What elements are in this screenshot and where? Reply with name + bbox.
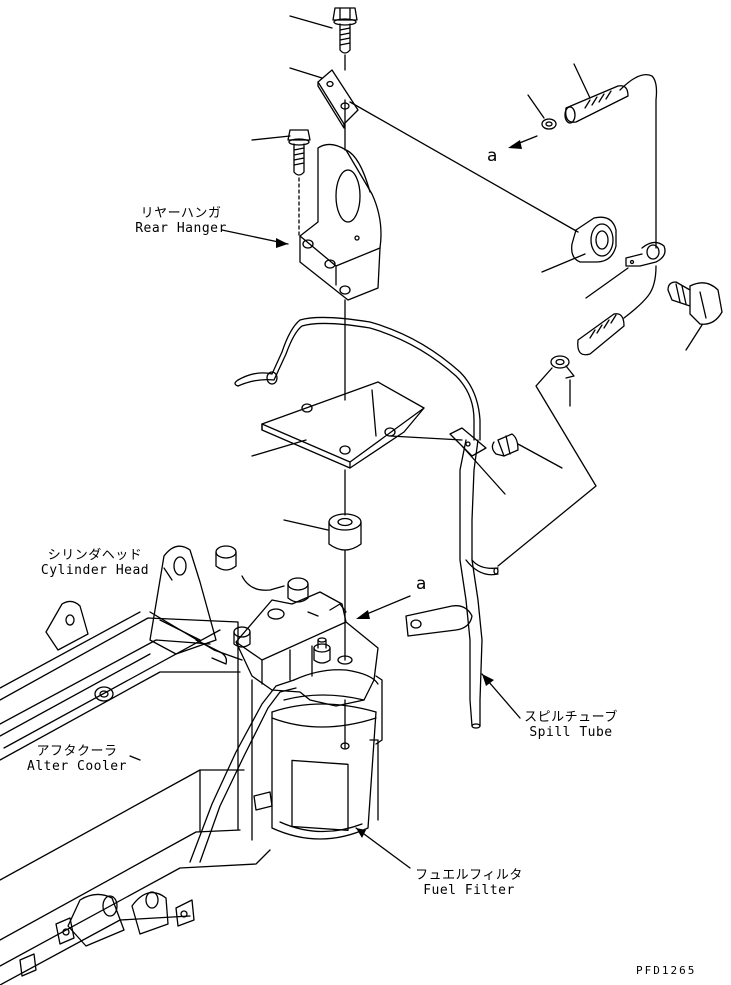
leader-pipe-clamp-right (585, 267, 629, 299)
upper-hose (564, 73, 658, 249)
fuel-filter-label: フュエルフィルタ Fuel Filter (404, 868, 534, 898)
rear-hanger-bracket (299, 143, 382, 301)
rear-hanger-label-en: Rear Hanger (135, 221, 227, 236)
link-plate-to-spacer (349, 101, 579, 233)
leader-small-plate (289, 67, 323, 79)
leader-spacer-lower (283, 519, 329, 531)
filter-head (215, 545, 379, 707)
top-bolt (332, 7, 358, 54)
cylinder-head-label: シリンダヘッド Cylinder Head (20, 548, 170, 578)
leader-top-bolt (289, 15, 333, 29)
after-cooler-label-en: Alter Cooler (27, 759, 127, 774)
reference-mark-a-lower: a (416, 574, 427, 594)
fuel-filter-cartridge (271, 655, 383, 840)
leader-large-bolt-right (685, 324, 703, 351)
leader-spill-tube-clip (461, 445, 506, 495)
pipe-clamp-right (625, 241, 666, 267)
cylinder-head-bracket (149, 545, 243, 665)
leader-cylinder-head (163, 567, 173, 581)
arrow-fuel-filter (356, 828, 366, 838)
spill-tube-label-ja: スピルチューブ (524, 710, 618, 725)
fuel-line (189, 679, 297, 863)
spill-tube-label-en: Spill Tube (529, 725, 613, 740)
lower-hose (577, 265, 657, 356)
leader-hose-clamp-upper (527, 94, 545, 119)
arrow-a-lower-head (356, 610, 370, 619)
banjo-bolt (491, 433, 519, 457)
after-cooler-ears (19, 600, 195, 977)
pipe-clamp-spill-tube (405, 605, 473, 637)
arrow-rear-hanger (276, 238, 288, 248)
spill-tube-label: スピルチューブ Spill Tube (516, 710, 626, 740)
fuel-filter-label-ja: フュエルフィルタ (415, 868, 523, 883)
mounting-plate (261, 381, 463, 469)
arrow-a-lower-line (361, 595, 411, 617)
bleed-screw (313, 637, 331, 664)
cylinder-head-label-ja: シリンダヘッド (47, 548, 143, 563)
spacer-lower (328, 513, 362, 551)
after-cooler-body (0, 611, 271, 985)
small-plate (317, 69, 359, 129)
leader-after-cooler (129, 755, 141, 761)
after-cooler-label: アフタクーラ Alter Cooler (22, 744, 132, 774)
leader-upper-hose (573, 63, 591, 99)
cylinder-head-label-en: Cylinder Head (40, 563, 150, 578)
leader-hanger-bolt (251, 135, 291, 141)
arrow-spill-tube (482, 674, 494, 686)
leader-fuel-filter (355, 827, 411, 869)
fuel-filter-label-en: Fuel Filter (423, 883, 515, 898)
leader-spacer-upper (541, 253, 586, 273)
hose-route-line (497, 367, 597, 567)
large-bolt-right (667, 281, 723, 325)
drawing-code: PFD1265 (636, 964, 697, 977)
rear-hanger-label-ja: リヤーハンガ (140, 206, 222, 221)
hanger-bolt (287, 129, 311, 236)
reference-mark-a-upper: a (487, 146, 498, 166)
spacer-upper (571, 216, 617, 263)
hose-clamp-lower (550, 355, 575, 379)
arrow-a-upper-head (508, 140, 522, 149)
after-cooler-label-ja: アフタクーラ (36, 744, 118, 759)
leader-mounting-plate (251, 439, 307, 457)
hose-clamp-upper (541, 118, 557, 130)
rear-hanger-label: リヤーハンガ Rear Hanger (128, 206, 234, 236)
spill-tube-pipe (234, 316, 499, 729)
leader-banjo-bolt (517, 443, 563, 469)
